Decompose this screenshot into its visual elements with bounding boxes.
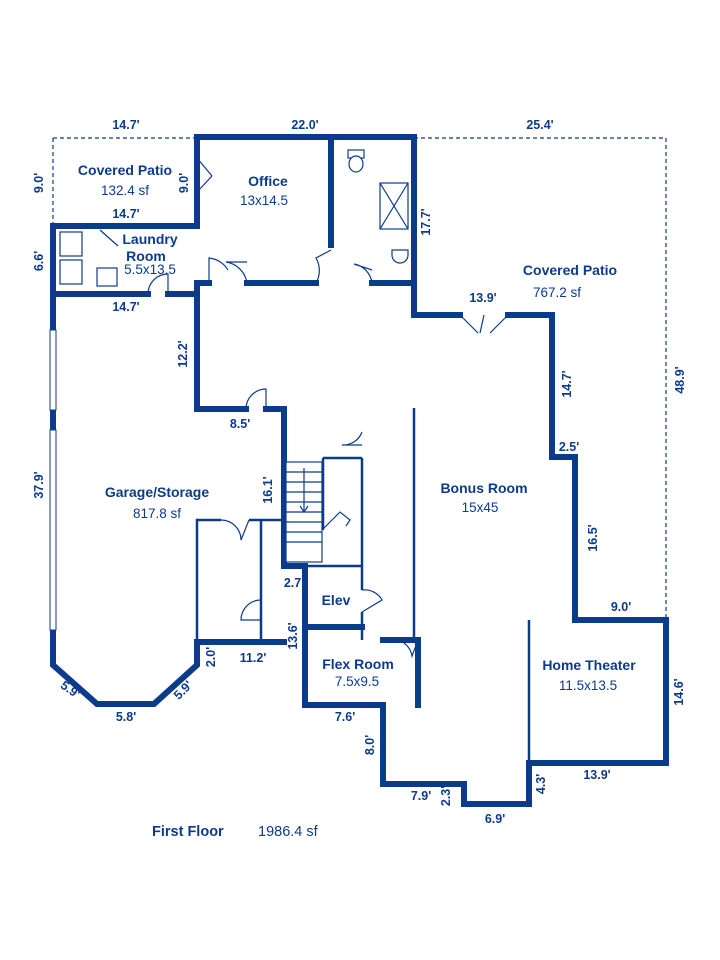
laundry-fixtures [59,231,118,287]
dimension-labels: 14.7' 22.0' 25.4' 9.0' 9.0' 14.7' 17.7' … [32,118,687,826]
laundry-sink-icon [96,267,118,287]
floor-footer: First Floor 1986.4 sf [152,824,319,840]
dim-bay-bottom: 5.8' [116,710,136,724]
dim-bay-left: 5.9' [58,678,83,701]
room-size-flex: 7.5x9.5 [335,674,379,689]
dim-top-left: 14.7' [112,118,139,132]
room-area-covered-patio-top: 132.4 sf [101,183,149,198]
dim-flex-8-0: 8.0' [363,735,377,755]
dim-patio-13-9: 13.9' [469,291,496,305]
room-area-covered-patio-right: 767.2 sf [533,285,581,300]
room-name-laundry-line1: Laundry [122,231,177,247]
bathroom-fixtures [347,149,409,264]
room-name-covered-patio-top: Covered Patio [78,162,172,178]
room-size-office: 13x14.5 [240,193,288,208]
dim-bottom-7-9: 7.9' [411,789,431,803]
dim-top-right: 25.4' [526,118,553,132]
room-name-covered-patio-right: Covered Patio [523,262,617,278]
toilet-icon [348,155,364,173]
dim-garage-height: 37.9' [32,471,46,498]
dim-stair-16-1: 16.1' [261,476,275,503]
dim-right-2-5: 2.5' [559,440,579,454]
room-name-elev: Elev [322,592,351,608]
room-name-bonus: Bonus Room [440,480,527,496]
room-name-flex: Flex Room [322,656,394,672]
floor-title: First Floor [152,824,224,840]
dim-theater-4-3: 4.3' [534,774,548,794]
dim-bottom-6-9: 6.9' [485,812,505,826]
dim-closet-11-2: 11.2' [240,651,267,665]
dim-top-mid: 22.0' [291,118,318,132]
dim-theater-height: 14.6' [672,678,686,705]
dim-closet-2-0: 2.0' [204,647,218,667]
dim-office-stair: 9.0' [177,173,191,193]
stairs [285,461,351,563]
room-area-garage: 817.8 sf [133,506,181,521]
dim-laundry-height: 6.6' [32,251,46,271]
doors [99,157,509,659]
room-size-theater: 11.5x13.5 [559,678,617,693]
sink-icon [391,249,409,264]
dim-closet-13-6: 13.6' [286,622,300,649]
dim-patio-height: 9.0' [32,173,46,193]
dim-right-total: 48.9' [673,366,687,393]
room-name-laundry-line2: Room [126,248,166,264]
dim-patio-bottom: 14.7' [112,207,139,221]
dim-laundry-bottom: 14.7' [112,300,139,314]
washer-icon [59,231,83,257]
room-name-office: Office [248,173,288,189]
room-labels: Covered Patio 132.4 sf Office 13x14.5 La… [78,162,636,693]
garage-walls [49,297,287,707]
dim-hall-12-2: 12.2' [176,340,190,367]
room-name-garage: Garage/Storage [105,484,209,500]
room-size-laundry: 5.5x13.5 [124,262,176,277]
dim-bottom-2-3: 2.3' [439,786,453,806]
room-name-theater: Home Theater [542,657,636,673]
patio-dashed-outline [52,137,667,620]
dim-flex-bottom: 7.6' [335,710,355,724]
room-size-bonus: 15x45 [462,500,499,515]
dim-right-14-7: 14.7' [560,370,574,397]
dryer-icon [59,259,83,285]
dim-right-16-5: 16.5' [586,524,600,551]
floor-area: 1986.4 sf [258,824,319,840]
interior-walls [305,408,531,763]
dim-theater-bottom: 13.9' [583,768,610,782]
dim-theater-top: 9.0' [611,600,631,614]
dim-office-right: 17.7' [419,208,433,235]
dim-hall-8-5: 8.5' [230,417,250,431]
dim-stair-2-7: 2.7' [284,576,304,590]
